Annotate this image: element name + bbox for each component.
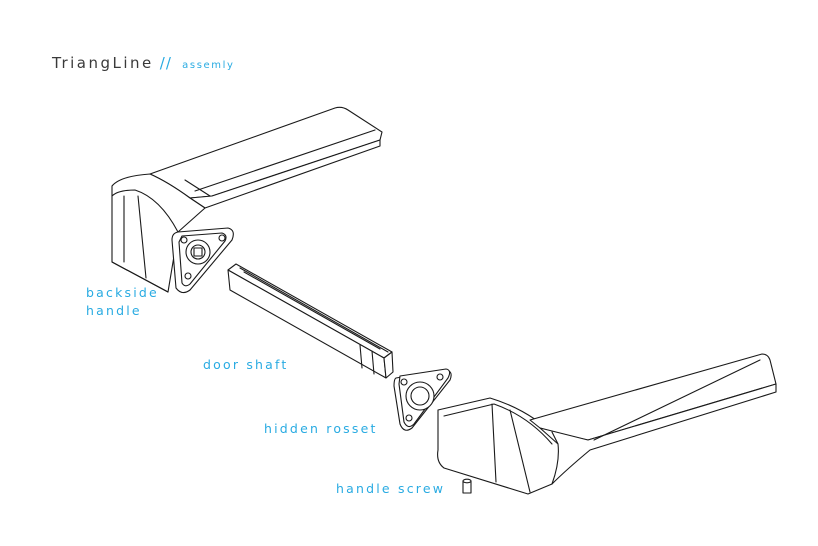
label-hidden-rosset: hidden rosset bbox=[264, 421, 378, 436]
front-handle-part bbox=[437, 353, 777, 495]
backside-handle-part bbox=[111, 106, 383, 294]
title-subtitle: assemly bbox=[182, 60, 235, 71]
door-shaft-top bbox=[227, 263, 393, 359]
title-separator: // bbox=[159, 54, 172, 72]
label-handle-screw: handle screw bbox=[336, 481, 446, 496]
backside-body bbox=[111, 173, 206, 293]
page-title: TriangLine // assemly bbox=[52, 54, 235, 72]
title-text: TriangLine bbox=[52, 54, 154, 72]
door-shaft-part bbox=[227, 263, 394, 379]
label-backside-handle-line2: handle bbox=[86, 303, 142, 318]
front-lever-front bbox=[539, 383, 777, 485]
label-backside-handle-line1: backside bbox=[86, 285, 159, 300]
handle-screw-part bbox=[462, 478, 472, 494]
door-shaft-end bbox=[383, 351, 394, 379]
front-handle-body bbox=[437, 397, 561, 495]
label-door-shaft: door shaft bbox=[203, 357, 289, 372]
label-backside-handle: backside handle bbox=[86, 284, 159, 320]
hidden-rosset-part bbox=[393, 368, 452, 431]
